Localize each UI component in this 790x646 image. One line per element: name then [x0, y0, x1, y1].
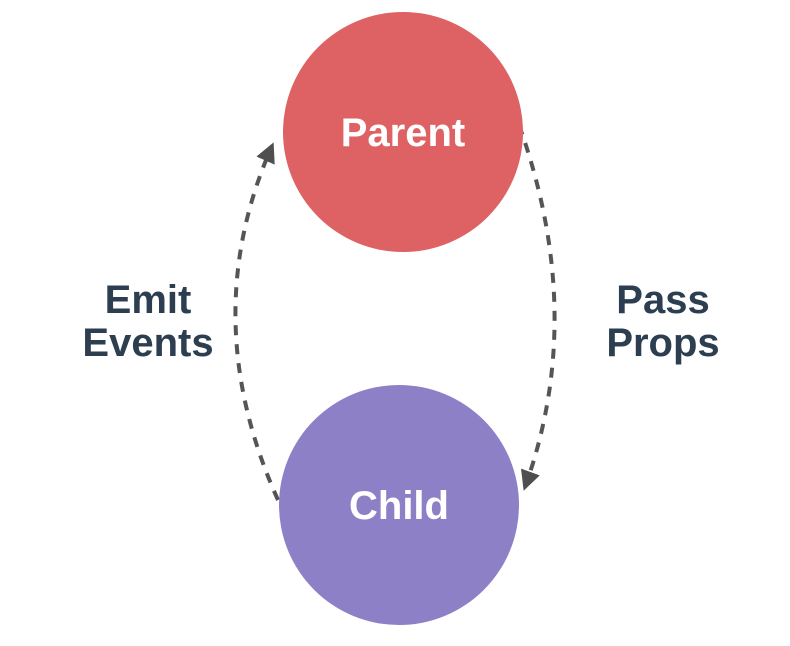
pass-props-arrow: [517, 124, 557, 491]
parent-node: [283, 12, 523, 252]
emit-events-label-line1: Emit: [105, 278, 192, 322]
child-node-label: Child: [349, 484, 449, 528]
child-node: [279, 385, 519, 625]
parent-node-label: Parent: [341, 111, 466, 155]
emit-events-arrow: [233, 142, 280, 501]
pass-props-label-line1: Pass: [616, 278, 709, 322]
pass-props-label-line2: Props: [606, 321, 719, 365]
emit-events-label-line2: Events: [82, 321, 213, 365]
